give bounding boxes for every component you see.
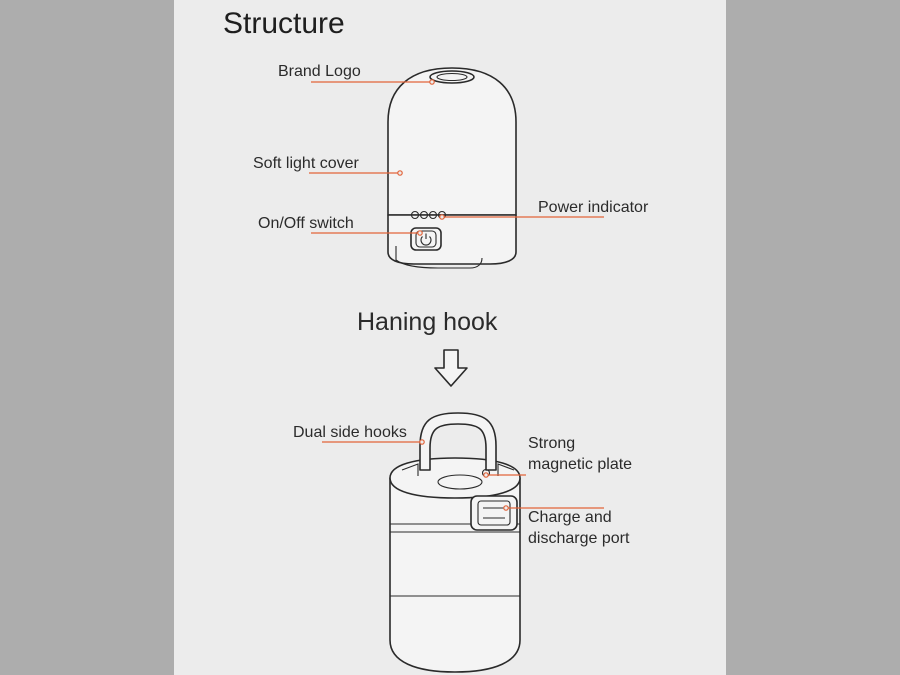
soft-light-cover-label: Soft light cover [253, 155, 359, 172]
on-off-switch-label: On/Off switch [258, 215, 354, 232]
power-indicator-label: Power indicator [538, 199, 649, 216]
charge-port-label-line2: discharge port [528, 530, 630, 547]
leader-lines-top [309, 79, 604, 236]
down-arrow-icon [434, 349, 468, 387]
power-icon [420, 233, 432, 246]
brand-logo-label: Brand Logo [278, 63, 361, 80]
charge-port-label-line1: Charge and [528, 509, 612, 526]
power-indicator-lights [410, 210, 447, 220]
dual-side-hooks-label: Dual side hooks [293, 424, 407, 441]
page-title: Structure [223, 7, 345, 40]
magnetic-plate-label-line1: Strong [528, 435, 576, 452]
hanging-hook-title: Haning hook [357, 308, 498, 336]
charge-discharge-port [470, 495, 518, 531]
lantern-top [387, 67, 517, 269]
dual-side-hooks [401, 412, 515, 476]
magnetic-plate-label-line2: magnetic plate [528, 456, 633, 473]
lantern-bottom [389, 457, 521, 673]
leader-lines-bottom [322, 439, 604, 511]
on-off-switch-button [410, 227, 442, 251]
